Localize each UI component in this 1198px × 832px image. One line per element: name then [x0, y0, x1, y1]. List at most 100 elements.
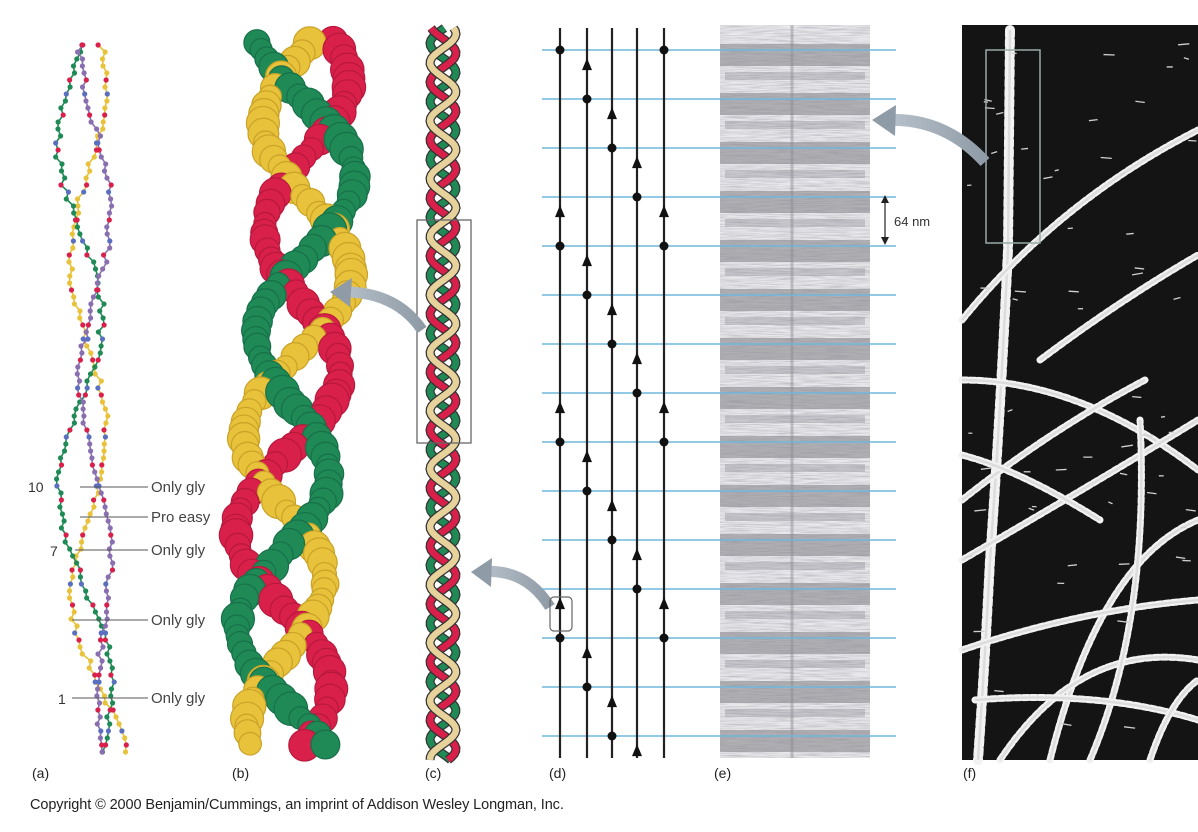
chain-atom: [70, 231, 75, 236]
panel-b-space-filling-model: [219, 26, 370, 761]
chain-atom: [110, 665, 115, 670]
chain-atom: [104, 602, 109, 607]
chain-atom: [96, 357, 101, 362]
chain-atom: [84, 378, 89, 383]
chain-atom: [104, 588, 109, 593]
molecule-arrowhead: [607, 303, 617, 315]
chain-atom: [98, 728, 103, 733]
chain-atom: [84, 343, 89, 348]
molecule-head-dot: [583, 291, 592, 300]
chain-atom: [80, 63, 85, 68]
chain-1-bonds: [56, 45, 115, 752]
chain-atom: [87, 168, 92, 173]
chain-atom: [98, 133, 103, 138]
chain-atom: [95, 686, 100, 691]
panel-label-a: (a): [32, 765, 49, 781]
chain-atom: [75, 385, 80, 390]
chain-atom: [108, 672, 113, 677]
chain-atom: [124, 742, 129, 747]
chain-atom: [113, 714, 118, 719]
chain-atom: [85, 518, 90, 523]
chain-atom: [105, 735, 110, 740]
chain-atom: [101, 497, 106, 502]
molecule-arrowhead: [582, 646, 592, 658]
chain-atom: [81, 399, 86, 404]
debris-speck: [1069, 291, 1079, 292]
panel-a-ball-and-stick: [53, 42, 129, 754]
chain-atom: [110, 560, 115, 565]
chain-atom: [109, 182, 114, 187]
chain-atom: [67, 588, 72, 593]
chain-atom: [73, 406, 78, 411]
molecule-head-dot: [660, 634, 669, 643]
chain-atom: [80, 42, 85, 47]
chain-atom: [100, 126, 105, 131]
chain-atom: [98, 714, 103, 719]
molecule-head-dot: [608, 144, 617, 153]
molecule-head-dot: [660, 438, 669, 447]
chain-atom: [96, 329, 101, 334]
chain-atom: [103, 420, 108, 425]
chain-atom: [54, 476, 59, 481]
debris-speck: [1015, 291, 1026, 292]
molecule-arrowhead: [607, 695, 617, 707]
chain-atom: [106, 595, 111, 600]
chain-atom: [70, 266, 75, 271]
chain-atom: [99, 490, 104, 495]
zoom-arrow-f-to-e-head: [872, 105, 896, 136]
chain-atom: [102, 105, 107, 110]
chain-atom: [104, 77, 109, 82]
chain-atom: [62, 175, 67, 180]
annotation-only-gly-1: Only gly: [151, 479, 206, 496]
chain-atom: [99, 742, 104, 747]
chain-atom: [109, 686, 114, 691]
chain-atom: [101, 301, 106, 306]
panel-label-f: (f): [963, 765, 976, 781]
chain-atom: [85, 245, 90, 250]
chain-atom: [84, 595, 89, 600]
chain-atom: [56, 119, 61, 124]
chain-atom: [71, 203, 76, 208]
scale-bar-64nm: 64 nm: [881, 195, 930, 245]
chain-atom: [84, 427, 89, 432]
molecule-arrowhead: [659, 205, 669, 217]
debris-speck: [1126, 233, 1133, 234]
chain-atom: [100, 658, 105, 663]
chain-atom: [100, 336, 105, 341]
panel-label-c: (c): [425, 765, 441, 781]
chain-atom: [58, 490, 63, 495]
chain-atom: [72, 420, 77, 425]
chain-atom: [83, 392, 88, 397]
molecule-head-dot: [556, 438, 565, 447]
chain-atom: [84, 329, 89, 334]
chain-atom: [69, 616, 74, 621]
chain-atom: [70, 245, 75, 250]
chain-atom: [70, 553, 75, 558]
chain-atom: [98, 735, 103, 740]
chain-atom: [88, 371, 93, 376]
chain-atom: [88, 448, 93, 453]
molecule-head-dot: [608, 732, 617, 741]
chain-atom: [77, 378, 82, 383]
chain-atom: [75, 371, 80, 376]
chain-atom: [78, 357, 83, 362]
molecule-head-dot: [556, 46, 565, 55]
chain-atom: [71, 63, 76, 68]
chain-atom: [96, 672, 101, 677]
chain-atom: [79, 581, 84, 586]
debris-speck: [994, 691, 1003, 692]
chain-atom: [88, 511, 93, 516]
chain-atom: [80, 238, 85, 243]
chain-atom: [64, 532, 69, 537]
chain-atom: [75, 224, 80, 229]
molecule-arrowhead: [659, 401, 669, 413]
molecule-arrowhead: [582, 58, 592, 70]
chain-atom: [93, 371, 98, 376]
chain-atom: [67, 546, 72, 551]
chain-atom: [80, 84, 85, 89]
debris-speck: [1101, 157, 1112, 158]
chain-atom: [91, 497, 96, 502]
chain-atom: [103, 434, 108, 439]
chain-atom: [71, 210, 76, 215]
molecule-arrowhead: [582, 254, 592, 266]
